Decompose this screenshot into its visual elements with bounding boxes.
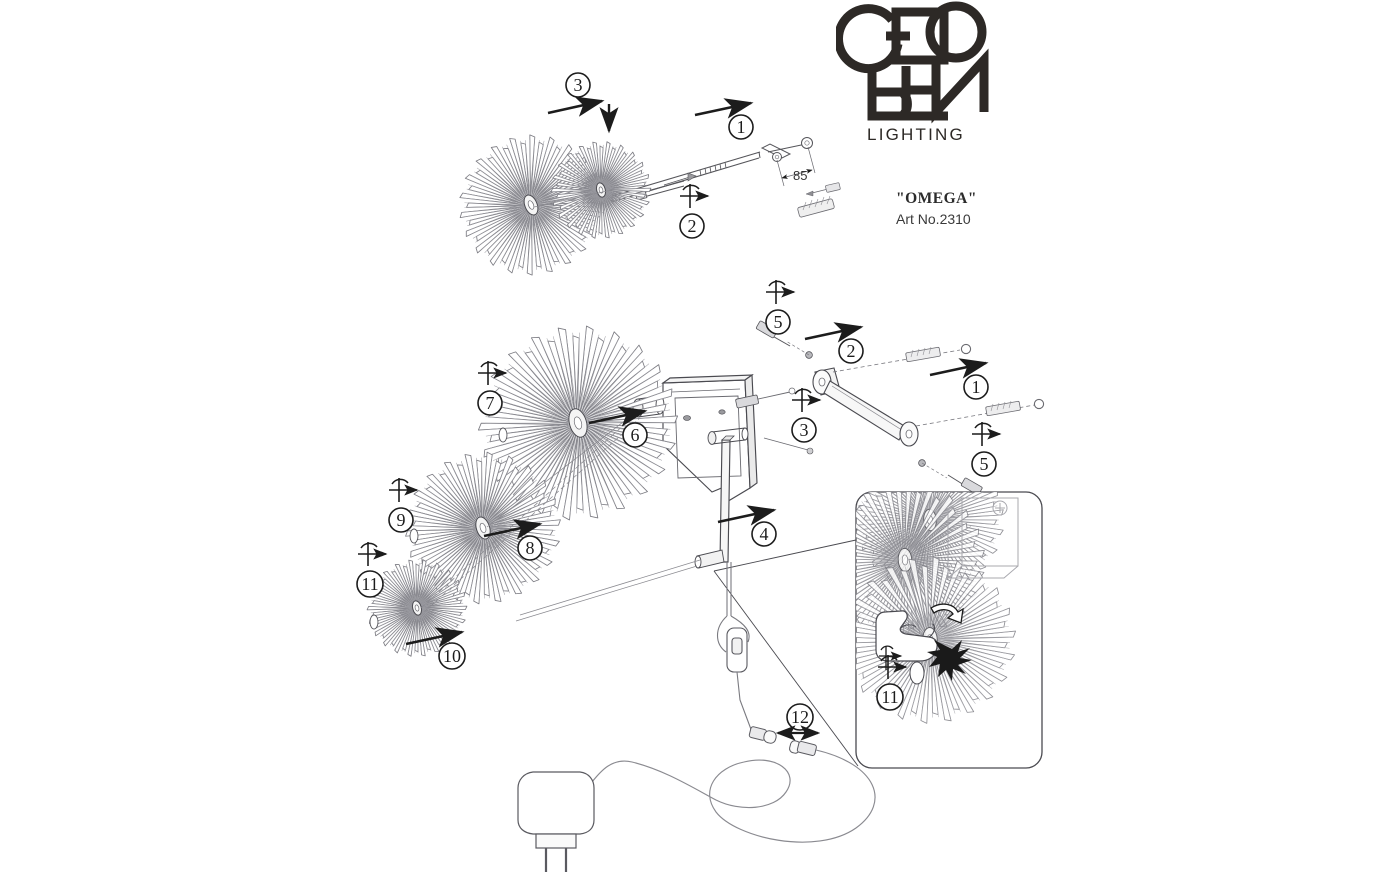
step-11-inset-ring: 11	[876, 655, 908, 711]
inline-switch	[726, 627, 748, 673]
inset-leader-lines	[713, 539, 859, 767]
step-2-top-screw: 2	[679, 184, 710, 239]
step-number: 11	[881, 687, 898, 707]
step-number: 2	[847, 341, 856, 361]
step-4-arm-mount: 4	[717, 505, 777, 547]
step-number: 11	[361, 574, 378, 594]
step-7-ring: 7	[477, 361, 508, 416]
power-adapter-plug	[517, 771, 595, 872]
step-number: 3	[800, 420, 809, 440]
step-number: 6	[631, 425, 640, 445]
step-3-top-shade: 3	[547, 72, 619, 134]
push-arrow	[930, 603, 964, 624]
adapter-connector	[789, 740, 817, 756]
step-1-top-rod: 1	[694, 98, 754, 140]
step-5-lower-bolt: 5	[971, 422, 1002, 477]
globen-logo	[834, 0, 996, 150]
pleated-shade-top-small	[550, 141, 652, 239]
step-number: 1	[972, 377, 981, 397]
step-number: 8	[526, 538, 535, 558]
wall-bracket	[632, 373, 758, 569]
pleated-shades-group	[366, 134, 679, 657]
shade-connecting-rods	[420, 189, 701, 622]
step-number: 5	[980, 454, 989, 474]
step-number: 10	[443, 646, 461, 666]
product-name: "OMEGA"	[896, 190, 977, 207]
step-number: 7	[486, 393, 495, 413]
barrel-connector	[748, 726, 777, 744]
dimension-label-85: 85	[793, 168, 808, 183]
step-2-bracket-screw: 2	[804, 322, 864, 364]
step-11-ring: 11	[356, 542, 388, 598]
product-article-number: Art No.2310	[896, 211, 971, 227]
step-5-upper-bolt: 5	[765, 280, 796, 335]
step-number: 4	[760, 524, 769, 544]
step-number: 2	[688, 216, 697, 236]
step-number: 9	[397, 510, 406, 530]
click-burst	[927, 640, 972, 681]
detail-inset-panel	[855, 491, 1043, 769]
support-arm-assembly	[735, 320, 1045, 496]
logo-subtitle: LIGHTING	[867, 125, 965, 144]
step-number: 1	[737, 117, 746, 137]
step-9-ring: 9	[388, 478, 419, 533]
step-6-large-shade: 6	[588, 406, 648, 448]
step-10-small-shade: 10	[405, 627, 466, 670]
step-3-bracket-screw: 3	[791, 388, 822, 443]
step-number: 3	[574, 75, 583, 95]
step-number: 12	[791, 707, 809, 727]
step-number: 5	[774, 312, 783, 332]
retaining-ring	[909, 661, 925, 685]
step-12-connector: 12	[775, 703, 821, 741]
retaining-rings	[369, 427, 508, 630]
step-8-mid-shade: 8	[483, 519, 543, 561]
step-1-bracket-anchor: 1	[929, 358, 989, 400]
power-assembly	[517, 562, 876, 872]
pleated-shade-mid	[405, 451, 561, 605]
